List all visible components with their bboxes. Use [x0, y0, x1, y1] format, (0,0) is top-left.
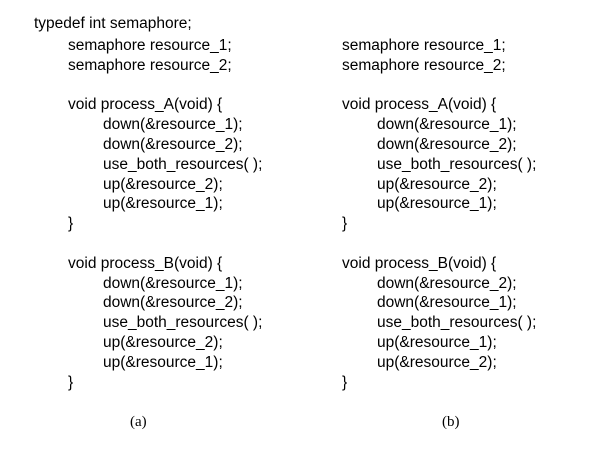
code-listing-a: semaphore resource_1; semaphore resource…: [68, 36, 262, 392]
code-listing-b: semaphore resource_1; semaphore resource…: [342, 36, 536, 392]
declaration-resource-1: semaphore resource_1;: [342, 37, 506, 54]
typedef-line: typedef int semaphore;: [34, 15, 192, 32]
blank-line: [342, 234, 536, 254]
blank-line: [68, 234, 262, 254]
process-b-statement: down(&resource_1);: [103, 274, 243, 292]
process-a-statement: up(&resource_1);: [377, 195, 497, 213]
process-a-close-brace: }: [68, 215, 74, 233]
process-b-statement: use_both_resources( );: [377, 314, 537, 332]
process-b-statement: down(&resource_2);: [377, 274, 517, 292]
declaration-resource-2: semaphore resource_2;: [68, 56, 232, 74]
blank-line: [342, 76, 536, 96]
process-a-statement: down(&resource_2);: [103, 135, 243, 153]
declaration-resource-2: semaphore resource_2;: [342, 56, 506, 74]
process-b-statement: down(&resource_2);: [103, 294, 243, 312]
process-a-statement: up(&resource_2);: [103, 175, 223, 193]
process-a-header: void process_A(void) {: [68, 96, 223, 114]
process-a-statement: up(&resource_1);: [103, 195, 223, 213]
process-a-close-brace: }: [342, 215, 348, 233]
process-b-statement: up(&resource_1);: [377, 333, 497, 351]
caption-b: (b): [442, 414, 460, 430]
process-b-header: void process_B(void) {: [342, 254, 497, 272]
process-b-header: void process_B(void) {: [68, 254, 223, 272]
process-b-statement: up(&resource_2);: [103, 333, 223, 351]
process-a-statement: use_both_resources( );: [377, 155, 537, 173]
process-b-close-brace: }: [68, 373, 74, 391]
process-a-statement: down(&resource_1);: [103, 116, 243, 134]
process-b-statement: up(&resource_2);: [377, 353, 497, 371]
process-a-header: void process_A(void) {: [342, 96, 497, 114]
caption-a: (a): [130, 414, 147, 430]
process-a-statement: use_both_resources( );: [103, 155, 263, 173]
process-a-statement: up(&resource_2);: [377, 175, 497, 193]
process-a-statement: down(&resource_1);: [377, 116, 517, 134]
declaration-resource-1: semaphore resource_1;: [68, 37, 232, 54]
process-b-statement: up(&resource_1);: [103, 353, 223, 371]
blank-line: [68, 76, 262, 96]
process-b-statement: use_both_resources( );: [103, 314, 263, 332]
process-a-statement: down(&resource_2);: [377, 135, 517, 153]
process-b-close-brace: }: [342, 373, 348, 391]
process-b-statement: down(&resource_1);: [377, 294, 517, 312]
